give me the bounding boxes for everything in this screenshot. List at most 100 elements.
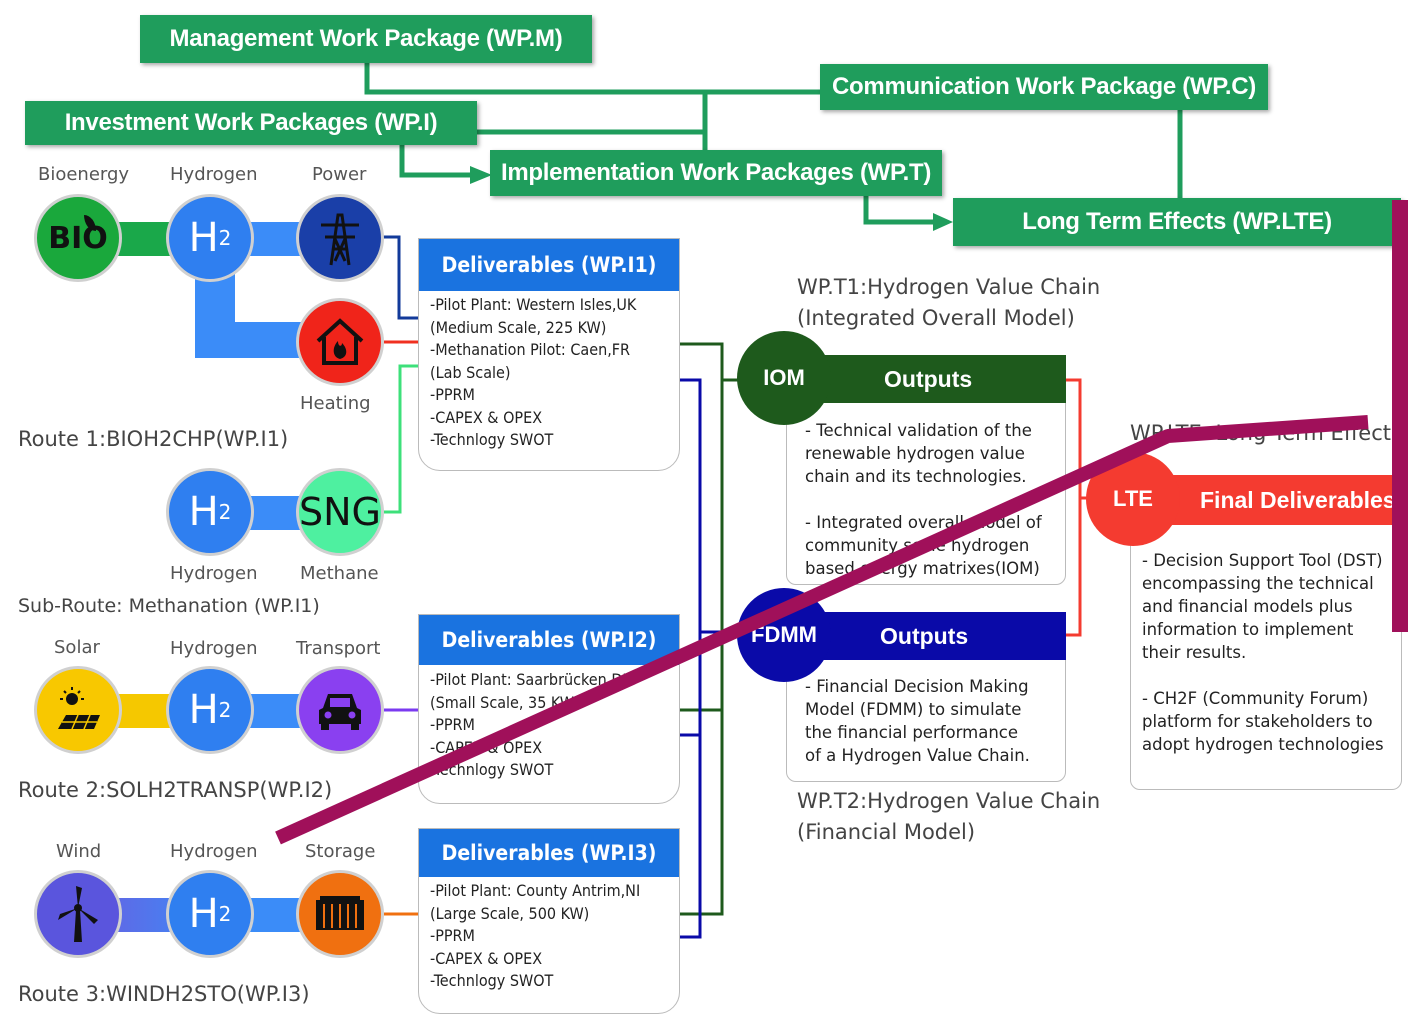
deliverables-card-i1: Deliverables (WP.I1) -Pilot Plant: Weste… — [418, 238, 680, 471]
t1-title-line1: WP.T1:Hydrogen Value Chain — [797, 275, 1101, 299]
hydrogen-label: Hydrogen — [170, 164, 258, 185]
storage-tank-icon — [316, 896, 364, 930]
t1-title: WP.T1:Hydrogen Value Chain (Integrated O… — [797, 272, 1100, 334]
bio-circle: BIO — [34, 194, 122, 282]
hydrogen-label-subroute: Hydrogen — [170, 563, 258, 584]
power-tower-icon — [321, 213, 359, 266]
deliverables-title-i3: Deliverables (WP.I3) — [419, 829, 679, 877]
t1-line: renewable hydrogen value — [805, 444, 1025, 463]
house-fire-icon — [316, 318, 364, 365]
lte-final-deliverables-bar: Final Deliverables — [1140, 475, 1396, 525]
wind-label: Wind — [56, 841, 102, 862]
methane-label: Methane — [300, 563, 379, 584]
deliverables-list-i3: -Pilot Plant: County Antrim,NI (Large Sc… — [430, 880, 640, 993]
lte-line: and financial models plus — [1142, 597, 1353, 616]
solar-label: Solar — [54, 637, 100, 658]
deliverables-list-i2: -Pilot Plant: Saarbrücken,DE (Small Scal… — [430, 669, 632, 782]
lte-final-deliverables-label: Final Deliverables — [1200, 486, 1396, 513]
t2-line: the financial performance — [805, 723, 1019, 742]
solar-panel-icon — [58, 687, 100, 730]
list-item: (Small Scale, 35 KW) — [430, 692, 580, 712]
t1-line: - Technical validation of the — [805, 421, 1032, 440]
storage-label: Storage — [305, 841, 376, 862]
t1-title-line2: (Integrated Overall Model) — [797, 306, 1075, 330]
long-term-effects-work-package: Long Term Effects (WP.LTE) — [953, 198, 1401, 246]
route2-name: Route 2:SOLH2TRANSP(WP.I2) — [18, 778, 333, 802]
heating-label: Heating — [300, 393, 371, 414]
list-item: -Pilot Plant: Saarbrücken,DE — [430, 670, 632, 689]
h2-symbol: H — [188, 215, 219, 261]
h2-symbol: H — [188, 891, 219, 937]
h2-symbol: H — [188, 489, 219, 535]
lte-line: platform for stakeholders to — [1142, 712, 1373, 731]
t2-line: - Financial Decision Making — [805, 677, 1029, 696]
list-item: (Lab Scale) — [430, 362, 511, 382]
h2-subscript: 2 — [218, 226, 232, 250]
heating-circle — [296, 298, 384, 386]
t1-outputs-label: Outputs — [884, 365, 973, 392]
sng-circle: SNG — [296, 468, 384, 556]
car-icon — [319, 694, 361, 730]
wind-turbine-icon — [58, 886, 98, 942]
bioenergy-label: Bioenergy — [38, 164, 130, 185]
list-item: (Large Scale, 500 KW) — [430, 903, 590, 923]
list-item: -Technlogy SWOT — [430, 760, 554, 779]
iom-circle: IOM — [737, 331, 831, 425]
t1-line: chain and its technologies. — [805, 467, 1027, 486]
list-item: -Methanation Pilot: Caen,FR — [430, 340, 631, 359]
lte-final-deliverables-box: - Decision Support Tool (DST) encompassi… — [1130, 500, 1402, 790]
hydrogen-label-route2: Hydrogen — [170, 638, 258, 659]
deliverables-title-i2: Deliverables (WP.I2) — [419, 615, 679, 665]
deliverables-list-i1: -Pilot Plant: Western Isles,UK (Medium S… — [430, 294, 636, 452]
t2-title-line2: (Financial Model) — [797, 820, 976, 844]
list-item: -Pilot Plant: Western Isles,UK — [430, 295, 637, 314]
route1-name: Route 1:BIOH2CHP(WP.I1) — [18, 427, 289, 451]
t2-line: Model (FDMM) to simulate — [805, 700, 1022, 719]
sng-text: SNG — [299, 490, 381, 534]
h2-symbol: H — [188, 687, 219, 733]
deliverables-card-i2: Deliverables (WP.I2) -Pilot Plant: Saarb… — [418, 614, 680, 804]
subroute-name: Sub-Route: Methanation (WP.I1) — [18, 595, 320, 617]
investment-work-packages: Investment Work Packages (WP.I) — [25, 101, 477, 145]
t2-title-line1: WP.T2:Hydrogen Value Chain — [797, 789, 1101, 813]
implementation-work-packages: Implementation Work Packages (WP.T) — [490, 150, 942, 196]
h2-subscript: 2 — [218, 500, 232, 524]
t2-title: WP.T2:Hydrogen Value Chain (Financial Mo… — [797, 786, 1100, 848]
lte-line: adopt hydrogen technologies — [1142, 735, 1384, 754]
list-item: -CAPEX & OPEX — [430, 948, 543, 968]
t2-outputs-box: - Financial Decision Making Model (FDMM)… — [786, 636, 1066, 782]
lte-circle: LTE — [1086, 452, 1180, 546]
list-item: -CAPEX & OPEX — [430, 407, 543, 427]
t1-outputs-bar: Outputs — [790, 355, 1066, 403]
h2-subscript: 2 — [218, 902, 232, 926]
lte-line: - Decision Support Tool (DST) — [1142, 551, 1383, 570]
bio-text: BIO — [48, 220, 108, 256]
lte-line: information to implement — [1142, 620, 1354, 639]
t2-outputs-label: Outputs — [880, 622, 969, 649]
list-item: -PPRM — [430, 385, 475, 404]
solar-circle — [34, 666, 122, 754]
transport-circle — [296, 666, 384, 754]
list-item: -PPRM — [430, 926, 475, 945]
lte-line: encompassing the technical — [1142, 574, 1374, 593]
hydrogen-label-route3: Hydrogen — [170, 841, 258, 862]
storage-circle — [296, 870, 384, 958]
deliverables-title-i1: Deliverables (WP.I1) — [419, 239, 679, 291]
transport-label: Transport — [296, 638, 381, 659]
list-item: -Technlogy SWOT — [430, 971, 554, 990]
power-circle — [296, 194, 384, 282]
lte-line: their results. — [1142, 643, 1247, 662]
list-item: (Medium Scale, 225 KW) — [430, 317, 607, 337]
h2-subscript: 2 — [218, 698, 232, 722]
wind-circle — [34, 870, 122, 958]
lte-line: - CH2F (Community Forum) — [1142, 689, 1369, 708]
deliverables-card-i3: Deliverables (WP.I3) -Pilot Plant: Count… — [418, 828, 680, 1014]
list-item: -Technlogy SWOT — [430, 430, 554, 449]
route3-name: Route 3:WINDH2STO(WP.I3) — [18, 982, 310, 1006]
